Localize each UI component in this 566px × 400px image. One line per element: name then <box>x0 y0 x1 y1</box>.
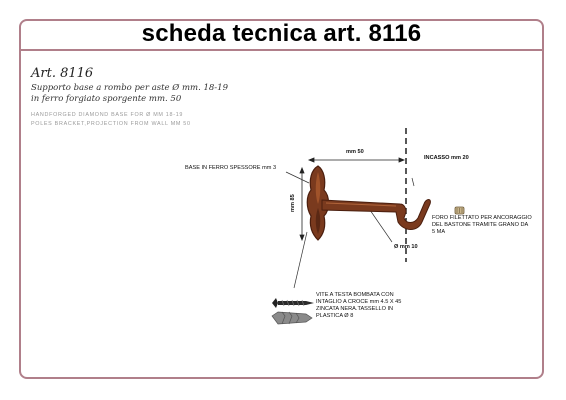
bracket-base <box>306 165 330 241</box>
leader-lines <box>285 171 415 289</box>
title-divider <box>19 49 544 51</box>
screw-icon <box>272 298 314 308</box>
threaded-hole-label: FORO FILETTATO PER ANCORAGGIO DEL BASTON… <box>432 215 532 236</box>
screw-spec-line-3: ZINCATA NERA.TASSELLO IN <box>316 306 394 312</box>
description-italian: Supporto base a rombo per aste Ø mm. 18-… <box>31 83 228 105</box>
threaded-hole-line-3: 5 MA <box>432 229 446 235</box>
bracket-arm <box>321 199 431 230</box>
article-code: Art. 8116 <box>31 66 94 81</box>
screw-spec-line-2: INTAGLIO A CROCE mm 4.5 X 45 <box>316 299 402 305</box>
width-dimension <box>307 157 406 163</box>
threaded-hole-line-1: FORO FILETTATO PER ANCORAGGIO <box>432 215 532 221</box>
page-title: scheda tecnica art. 8116 <box>141 20 422 47</box>
width-label: mm 50 <box>346 149 364 155</box>
recess-label: INCASSO mm 20 <box>424 155 469 161</box>
set-screw-icon <box>454 206 465 215</box>
screw-spec-label: VITE A TESTA BOMBATA CON INTAGLIO A CROC… <box>316 292 401 320</box>
threaded-hole-line-2: DEL BASTONE TRAMITE GRANO DA <box>432 222 529 228</box>
description-en-line-2: POLES BRACKET,PROJECTION FROM WALL MM 50 <box>31 120 191 127</box>
height-label: mm 85 <box>290 194 296 212</box>
screw-spec-line-4: PLASTICA Ø 8 <box>316 313 354 319</box>
diameter-label: Ø mm 10 <box>394 244 418 250</box>
page-frame <box>19 19 544 379</box>
base-thickness-label: BASE IN FERRO SPESSORE mm 3 <box>185 165 277 171</box>
description-it-line-2: in ferro forgiato sporgente mm. 50 <box>31 94 182 104</box>
screw-spec-line-1: VITE A TESTA BOMBATA CON <box>316 292 394 298</box>
wall-plug-icon <box>271 311 313 325</box>
description-en-line-1: HANDFORGED DIAMOND BASE FOR Ø MM 18-19 <box>31 112 184 118</box>
description-english: HANDFORGED DIAMOND BASE FOR Ø MM 18-19 P… <box>31 111 191 128</box>
description-it-line-1: Supporto base a rombo per aste Ø mm. 18-… <box>31 83 228 93</box>
